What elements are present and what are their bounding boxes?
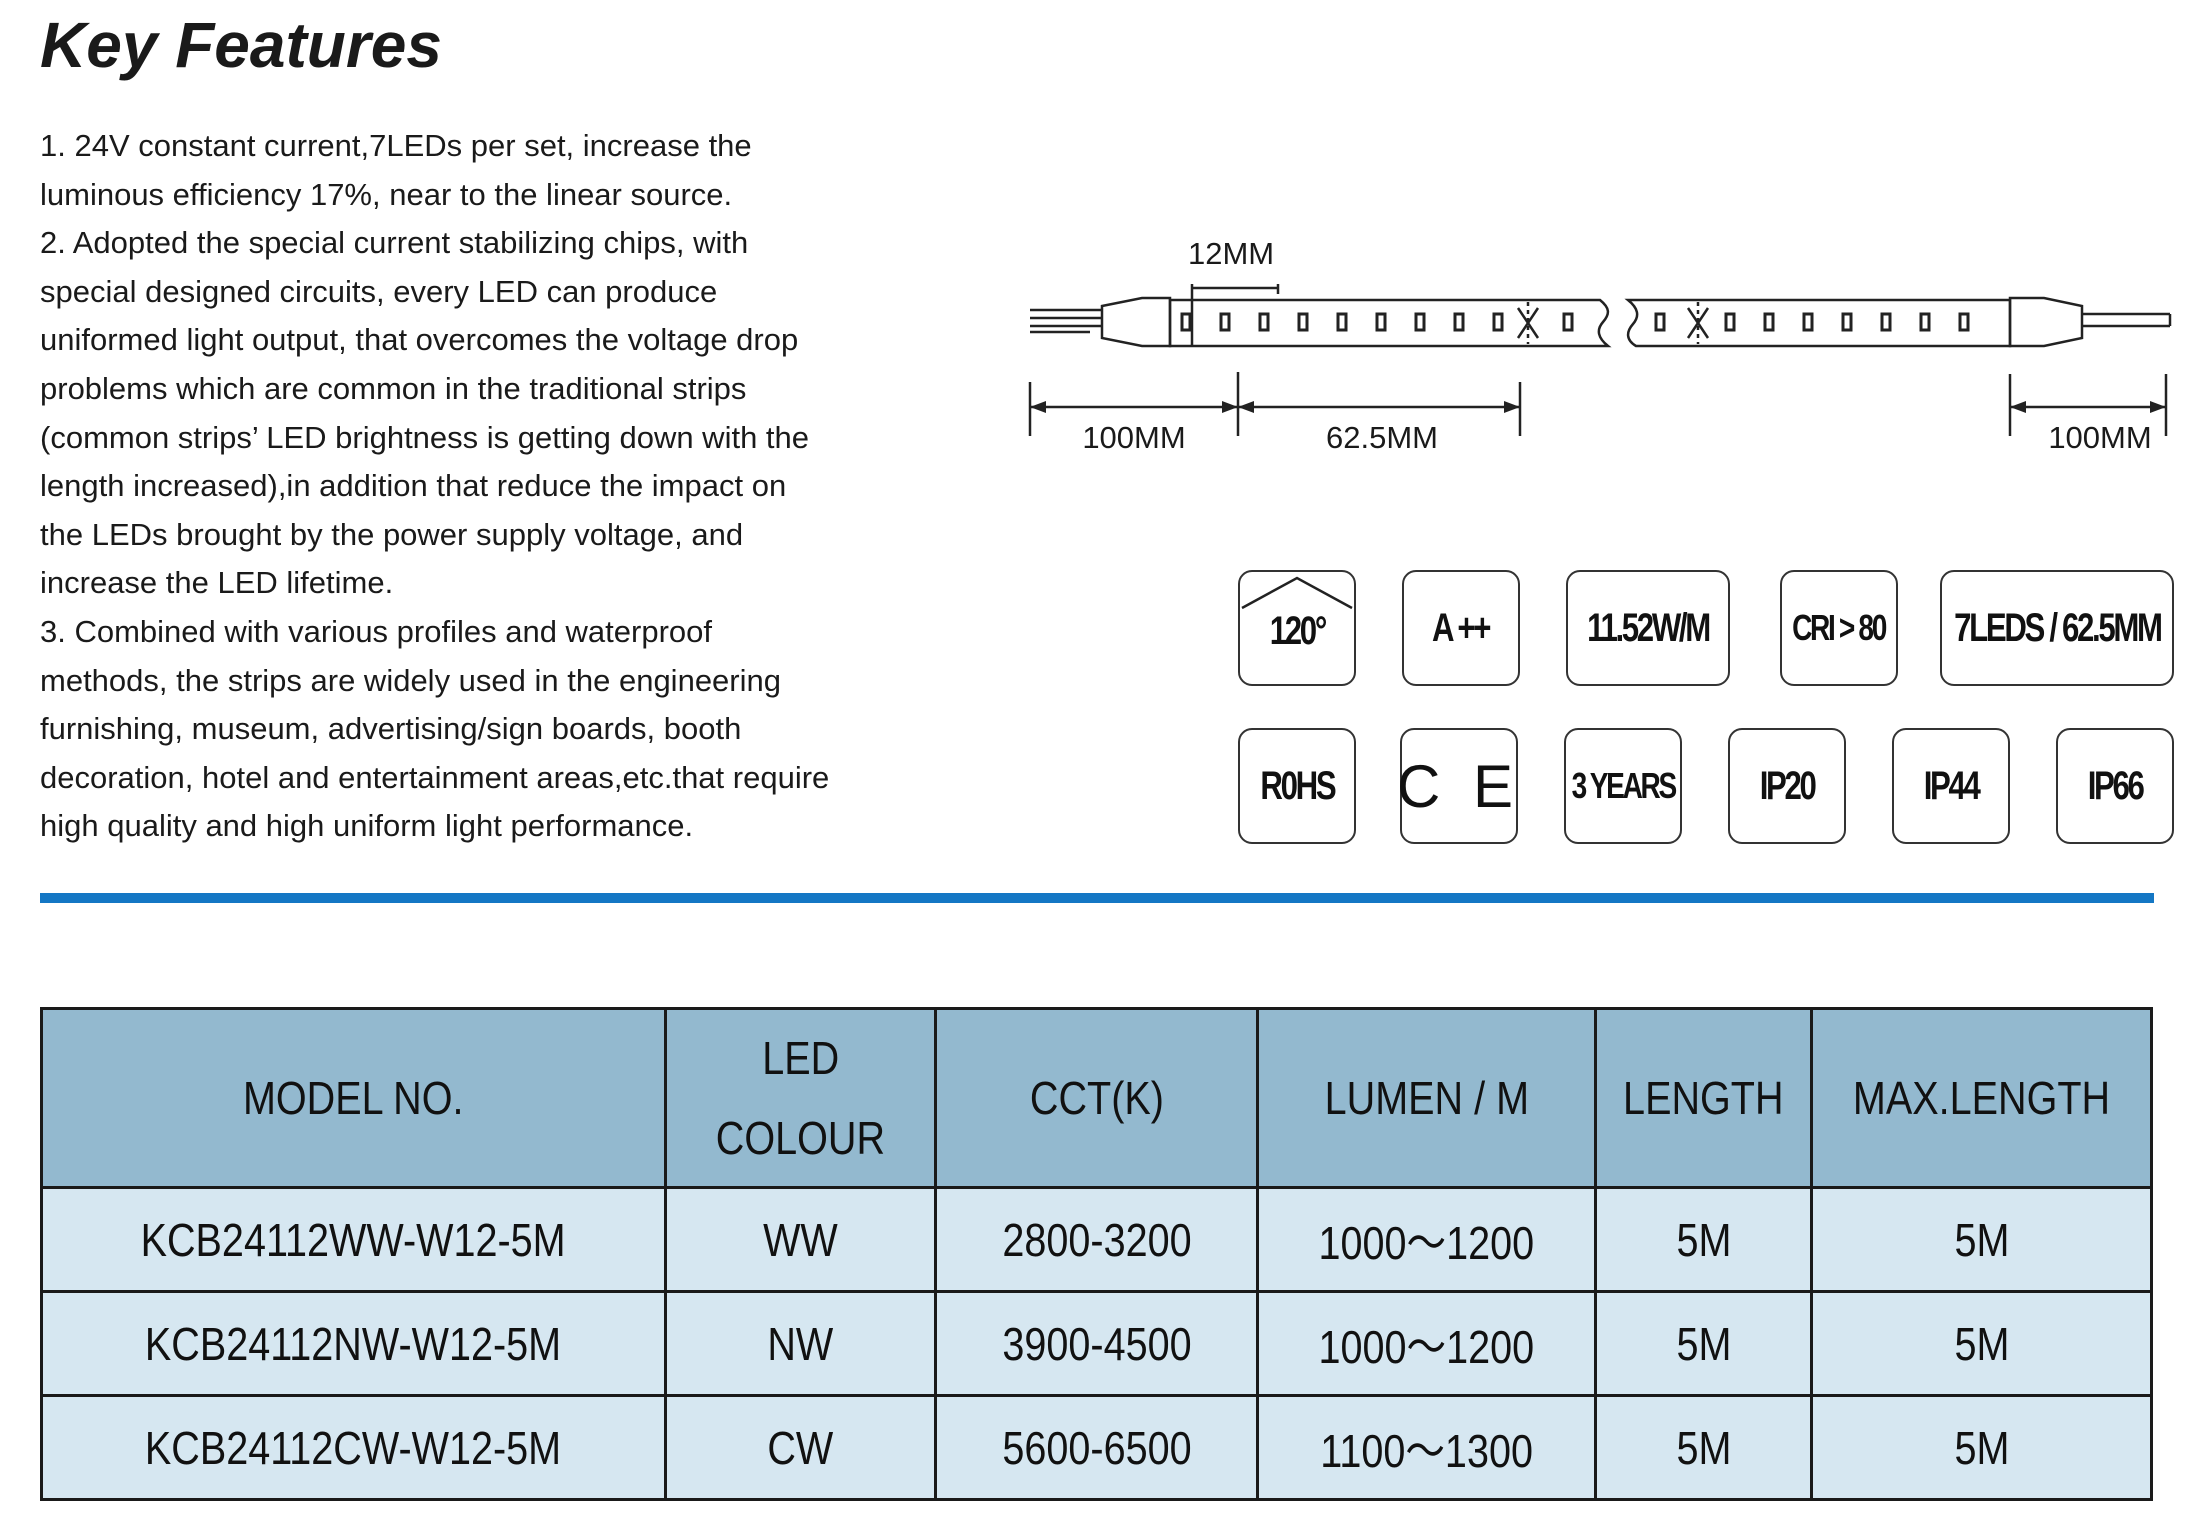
cell-max-length: 5M [1810, 1186, 2153, 1293]
header-cct: CCT(K) [934, 1007, 1259, 1189]
table-row: KCB24112NW-W12-5M NW 3900-4500 1000～1200… [40, 1290, 2153, 1397]
feature-line: furnishing, museum, advertising/sign boa… [40, 711, 742, 747]
cell-cct: 3900-4500 [934, 1290, 1259, 1397]
cell-max-length: 5M [1810, 1290, 2153, 1397]
table-row: KCB24112WW-W12-5M WW 2800-3200 1000～1200… [40, 1186, 2153, 1293]
beam-angle-icon [1241, 576, 1353, 610]
feature-line: 3. Combined with various profiles and wa… [40, 613, 713, 649]
feature-line: special designed circuits, every LED can… [40, 273, 718, 309]
rohs-badge: R0HS [1238, 728, 1356, 844]
segment-label: 62.5MM [1326, 420, 1438, 455]
ip44-badge: IP44 [1892, 728, 2010, 844]
power-badge: 11.52W/M [1566, 570, 1730, 686]
ce-badge: C E [1396, 728, 1522, 844]
page-title: Key Features [40, 9, 442, 81]
cell-model: KCB24112CW-W12-5M [40, 1394, 667, 1501]
cell-length: 5M [1594, 1186, 1813, 1293]
cell-length: 5M [1594, 1290, 1813, 1397]
features-text: 1. 24V constant current,7LEDs per set, i… [40, 122, 920, 851]
beam-angle-text: 120° [1269, 608, 1327, 653]
feature-line: 2. Adopted the special current stabilizi… [40, 225, 749, 261]
cell-cct: 2800-3200 [934, 1186, 1259, 1293]
cri-badge: CRI > 80 [1780, 570, 1898, 686]
section-divider [40, 893, 2154, 903]
cell-max-length: 5M [1810, 1394, 2153, 1501]
header-max-length: MAX.LENGTH [1810, 1007, 2153, 1189]
feature-line: increase the LED lifetime. [40, 565, 394, 601]
header-length: LENGTH [1594, 1007, 1813, 1189]
ip66-badge: IP66 [2056, 728, 2174, 844]
feature-line: luminous efficiency 17%, near to the lin… [40, 176, 733, 212]
beam-angle-badge: 120° [1238, 570, 1356, 686]
feature-line: 1. 24V constant current,7LEDs per set, i… [40, 128, 752, 163]
led-density-badge: 7LEDS / 62.5MM [1940, 570, 2174, 686]
cell-colour: NW [664, 1290, 937, 1397]
header-lumen: LUMEN / M [1256, 1007, 1597, 1189]
feature-line: uniformed light output, that overcomes t… [40, 322, 799, 358]
header-model: MODEL NO. [40, 1007, 667, 1189]
cell-model: KCB24112NW-W12-5M [40, 1290, 667, 1397]
feature-line: methods, the strips are widely used in t… [40, 662, 781, 698]
cell-cct: 5600-6500 [934, 1394, 1259, 1501]
ce-mark-icon: C E [1396, 752, 1522, 820]
feature-line: (common strips’ LED brightness is gettin… [40, 419, 810, 455]
cell-lumen: 1100～1300 [1256, 1394, 1597, 1501]
lead-right-label: 100MM [2048, 420, 2151, 455]
feature-line: problems which are common in the traditi… [40, 370, 747, 406]
lead-left-label: 100MM [1082, 420, 1185, 455]
cell-colour: CW [664, 1394, 937, 1501]
cell-model: KCB24112WW-W12-5M [40, 1186, 667, 1293]
cell-lumen: 1000～1200 [1256, 1186, 1597, 1293]
feature-line: decoration, hotel and entertainment area… [40, 759, 830, 795]
cell-colour: WW [664, 1186, 937, 1293]
cell-length: 5M [1594, 1394, 1813, 1501]
feature-line: length increased),in addition that reduc… [40, 468, 787, 504]
feature-line: high quality and high uniform light perf… [40, 808, 694, 844]
ip20-badge: IP20 [1728, 728, 1846, 844]
cell-lumen: 1000～1200 [1256, 1290, 1597, 1397]
feature-line: the LEDs brought by the power supply vol… [40, 516, 744, 552]
led-strip-diagram: 12MM 100MM 62.5MM 100MM [1010, 222, 2180, 472]
energy-class-badge: A ++ [1402, 570, 1520, 686]
pitch-label: 12MM [1188, 236, 1274, 271]
table-row: KCB24112CW-W12-5M CW 5600-6500 1100～1300… [40, 1394, 2153, 1501]
warranty-badge: 3 YEARS [1564, 728, 1682, 844]
